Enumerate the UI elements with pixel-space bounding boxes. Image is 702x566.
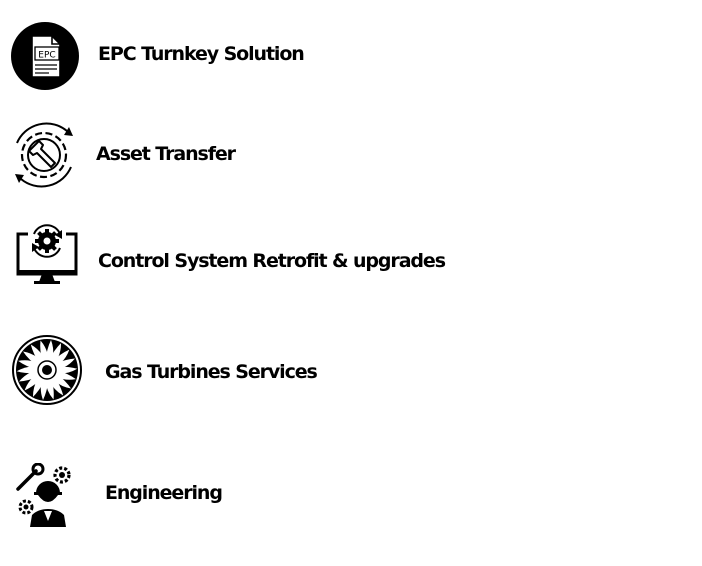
service-label: Engineering — [105, 482, 223, 504]
engineer-gears-icon — [12, 463, 76, 527]
service-label: Control System Retrofit & upgrades — [98, 250, 446, 272]
epc-document-icon: EPC — [11, 22, 79, 90]
monitor-gear-icon — [14, 220, 80, 286]
service-label: EPC Turnkey Solution — [98, 43, 305, 65]
service-item-epc-turnkey[interactable]: EPC EPC Turnkey Solution — [0, 20, 360, 92]
gear-wrench-cycle-icon — [7, 119, 81, 191]
service-item-gas-turbines[interactable]: Gas Turbines Services — [0, 332, 360, 408]
service-item-asset-transfer[interactable]: Asset Transfer — [0, 117, 300, 193]
service-label: Asset Transfer — [96, 143, 236, 165]
epc-icon-text: EPC — [38, 51, 55, 61]
service-item-control-system-retrofit[interactable]: Control System Retrofit & upgrades — [0, 218, 480, 290]
service-item-engineering[interactable]: Engineering — [0, 461, 260, 529]
service-label: Gas Turbines Services — [105, 361, 318, 383]
turbine-fan-icon — [11, 334, 83, 406]
